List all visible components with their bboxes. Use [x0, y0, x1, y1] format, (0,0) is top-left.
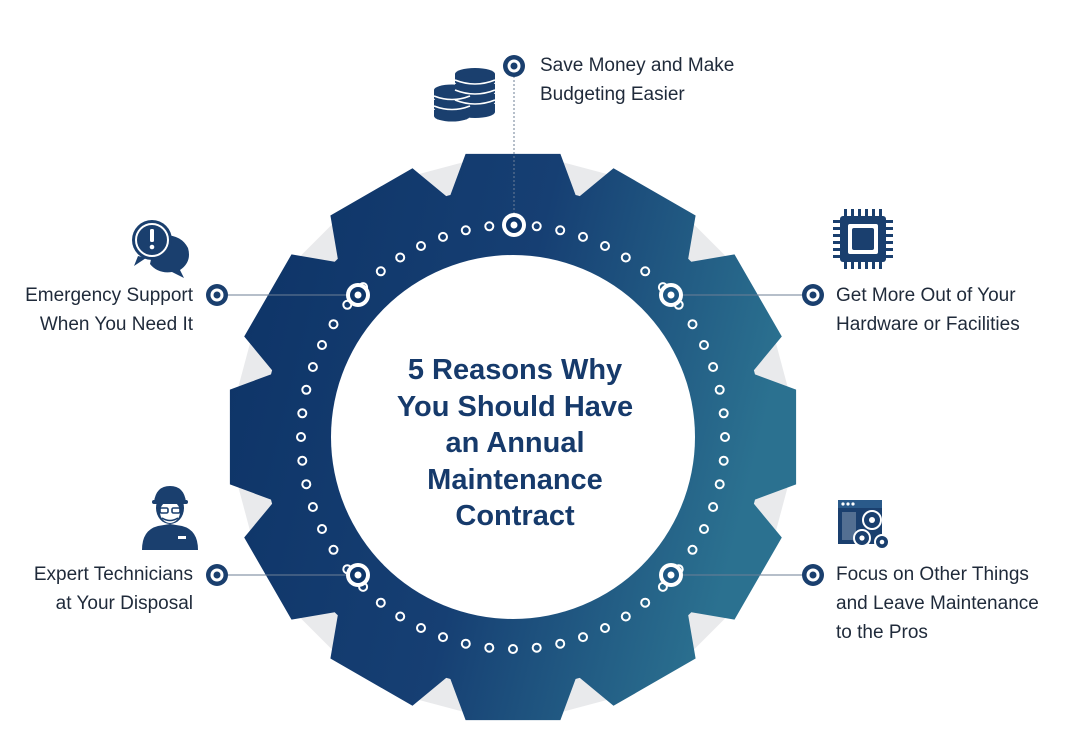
microchip-icon [833, 209, 893, 269]
ring-dot [531, 221, 542, 232]
reason-experts: Expert Technicians at Your Disposal [34, 560, 193, 618]
title-line: an Annual [445, 427, 585, 459]
ring-dot [714, 479, 725, 490]
ring-dot [718, 408, 729, 419]
bullet-experts [206, 564, 228, 586]
reason-hardware: Get More Out of Your Hardware or Facilit… [836, 281, 1020, 339]
marker-bottom-left [346, 563, 370, 587]
ring-dot [395, 611, 406, 622]
ring-dot [301, 384, 312, 395]
ring-dot [460, 638, 471, 649]
ring-dot [718, 455, 729, 466]
ring-dot [714, 384, 725, 395]
ring-dot [640, 597, 651, 608]
reason-line: at Your Disposal [55, 593, 193, 614]
ring-dot [600, 623, 610, 633]
reason-line: and Leave Maintenance [836, 593, 1039, 614]
ring-dot [297, 455, 308, 466]
gear-center [331, 255, 695, 619]
ring-dot [699, 340, 709, 350]
reason-line: Focus on Other Things [836, 564, 1029, 585]
marker-top [502, 213, 526, 237]
reason-focus: Focus on Other Things and Leave Maintena… [836, 560, 1039, 647]
marker-top-right [659, 283, 683, 307]
title-line: You Should Have [396, 390, 634, 423]
ring-dot [708, 502, 719, 512]
ring-dot [640, 266, 651, 277]
ring-dot [508, 644, 518, 654]
ring-dot [620, 611, 631, 622]
ring-dot [687, 319, 698, 330]
diagram-title: 5 Reasons Why You Should Have an Annual … [360, 352, 670, 535]
reason-line: Get More Out of Your [836, 285, 1016, 306]
reason-line: Emergency Support [25, 285, 193, 306]
reason-line: Expert Technicians [33, 564, 193, 585]
ring-dot [307, 502, 318, 512]
ring-dot [375, 597, 386, 608]
ring-dot [328, 544, 339, 555]
reason-line: to the Pros [836, 622, 928, 643]
reason-line: Hardware or Facilities [836, 314, 1020, 335]
ring-dot [395, 252, 406, 263]
ring-dot [555, 225, 566, 236]
ring-dot [297, 408, 308, 419]
ring-dot [600, 241, 610, 251]
ring-dot [438, 632, 448, 643]
ring-dot [438, 231, 448, 242]
marker-top-left [346, 283, 370, 307]
ring-dot [301, 479, 312, 490]
label-bullets [206, 55, 824, 586]
technician-icon [142, 486, 198, 550]
ring-dot [317, 340, 327, 350]
reason-line: Budgeting Easier [540, 84, 685, 105]
ring-dot [720, 432, 730, 442]
title-line: Maintenance [427, 463, 603, 496]
ring-dot [416, 623, 426, 633]
ring-dot [460, 225, 471, 236]
ring-dot [296, 432, 306, 442]
bullet-emergency [206, 284, 228, 306]
marker-bottom-right [659, 563, 683, 587]
ring-dot [687, 544, 698, 555]
ring-dot [375, 266, 386, 277]
ring-dot [484, 642, 495, 653]
ring-dot [708, 362, 719, 372]
coins-stack-icon [433, 68, 496, 122]
ring-dot [531, 642, 542, 653]
ring-dot [620, 252, 631, 263]
ring-dot [416, 241, 426, 251]
reason-line: When You Need It [39, 314, 193, 335]
bullet-focus [802, 564, 824, 586]
ring-dot [307, 362, 318, 372]
ring-dot [578, 632, 588, 643]
ring-dot [578, 231, 588, 242]
alert-chat-icon [132, 220, 189, 278]
reason-emergency: Emergency Support When You Need It [25, 281, 193, 339]
reason-line: Save Money and Make [540, 55, 735, 76]
ring-dot [484, 221, 495, 232]
title-line: Contract [455, 500, 575, 532]
reason-save-money: Save Money and Make Budgeting Easier [540, 51, 734, 109]
ring-dot [699, 524, 709, 534]
browser-gears-icon [838, 500, 890, 550]
connectors [218, 76, 813, 576]
bullet-hardware [802, 284, 824, 306]
ring-dot [555, 638, 566, 649]
ring-dot [328, 319, 339, 330]
ring-dot [317, 524, 327, 534]
title-line: 5 Reasons Why [407, 354, 623, 386]
bullet-save-money [503, 55, 525, 77]
gear-markers [346, 213, 683, 587]
